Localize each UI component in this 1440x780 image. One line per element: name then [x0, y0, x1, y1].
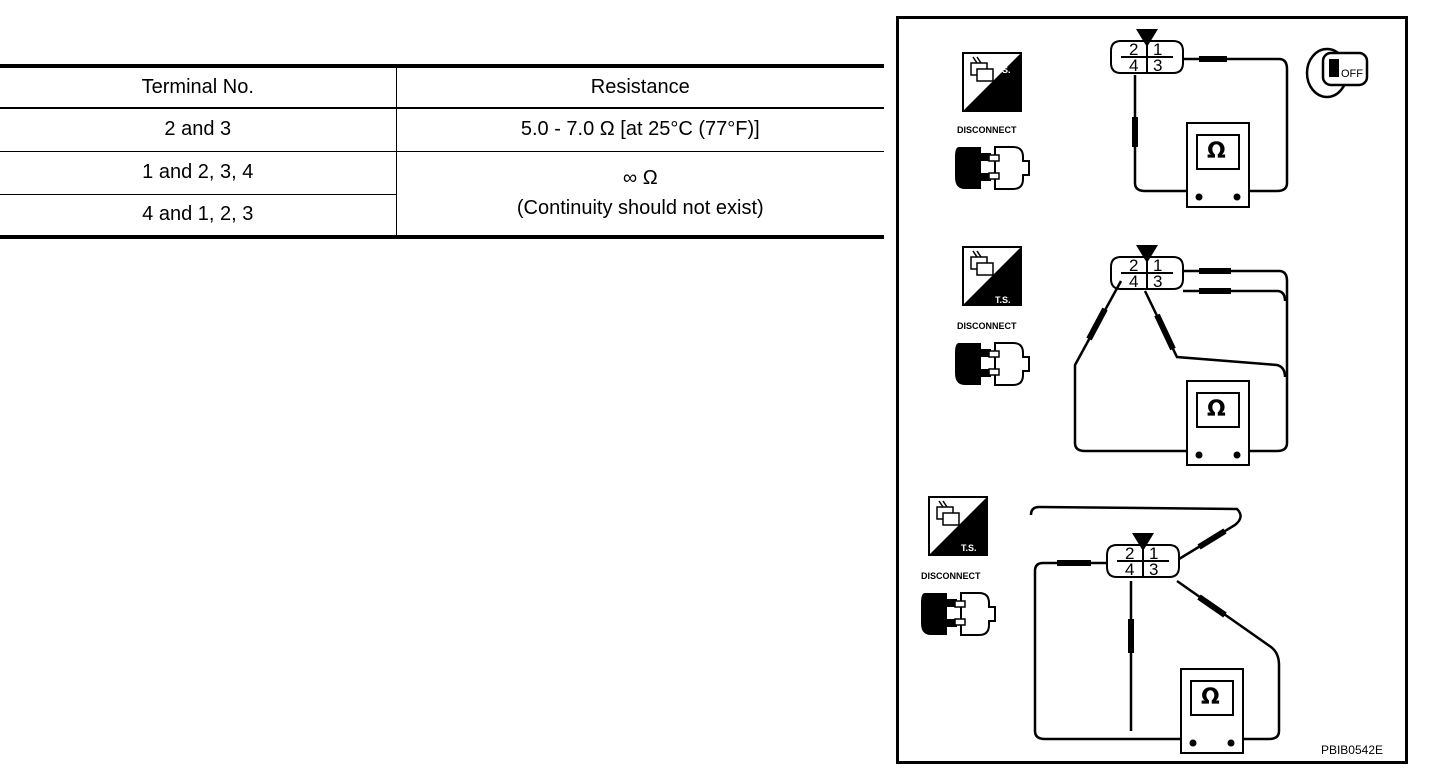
cell-terminal: 1 and 2, 3, 4 — [0, 151, 397, 194]
cell-resistance: 5.0 - 7.0 Ω [at 25°C (77°F)] — [520, 118, 760, 141]
diagram-section-3: T.S. DISCONNECT 2 1 4 3 Ω — [920, 496, 1281, 754]
header-terminal: Terminal No. — [0, 66, 397, 108]
ohm-symbol: Ω — [1207, 397, 1226, 422]
ts-label: T.S. — [995, 65, 1011, 75]
disconnect-label: DISCONNECT — [921, 571, 981, 581]
probe-wire — [1183, 269, 1289, 453]
disconnect-icon — [954, 342, 1030, 386]
ignition-off-icon — [1305, 47, 1369, 99]
probe-tip — [1132, 117, 1138, 147]
off-label: OFF — [1341, 68, 1363, 80]
pin-4-label: 4 — [1125, 560, 1134, 579]
probe-tip — [1086, 307, 1108, 341]
ohm-symbol: Ω — [1207, 139, 1226, 164]
diagram-section-2: T.S. DISCONNECT 2 1 4 3 Ω — [954, 244, 1289, 466]
ohmmeter-icon — [1180, 668, 1244, 754]
probe-tip — [1199, 56, 1227, 62]
probe-wire — [1183, 57, 1289, 193]
disconnect-icon — [954, 146, 1030, 190]
probe-tip — [1197, 528, 1227, 550]
ts-icon — [962, 52, 1022, 112]
ohmmeter-icon — [1186, 122, 1250, 208]
pin-3-label: 3 — [1153, 56, 1162, 75]
pin-3-label: 3 — [1153, 272, 1162, 291]
wiring-diagram-panel: T.S. DISCONNECT 2 1 4 3 Ω OFF — [896, 16, 1408, 764]
probe-wire — [1033, 561, 1191, 741]
continuity-note: (Continuity should not exist) — [516, 197, 764, 220]
ts-icon — [962, 246, 1022, 306]
disconnect-icon — [920, 592, 996, 636]
pin-1-label: 1 — [1153, 256, 1162, 275]
probe-tip — [1128, 619, 1134, 653]
pin-1-label: 1 — [1149, 544, 1158, 563]
probe-wire — [1183, 289, 1287, 302]
probe-wire — [1143, 290, 1287, 378]
table-row: 2 and 3 5.0 - 7.0 Ω [at 25°C (77°F)] — [0, 108, 884, 151]
ts-label: T.S. — [961, 543, 977, 553]
disconnect-label: DISCONNECT — [957, 321, 1017, 331]
probe-tip — [1197, 594, 1227, 618]
cell-resistance-merged: ∞ Ω (Continuity should not exist) — [396, 151, 884, 237]
probe-wire — [1073, 280, 1199, 453]
probe-tip — [1057, 560, 1091, 566]
infinite-ohm-text: ∞ Ω — [622, 167, 658, 190]
probe-wire — [1029, 505, 1242, 561]
ohm-symbol: Ω — [1201, 685, 1220, 710]
pin-2-label: 2 — [1125, 544, 1134, 563]
disconnect-label: DISCONNECT — [957, 125, 1017, 135]
figure-code: PBIB0542E — [1320, 743, 1383, 757]
pin-3-label: 3 — [1149, 560, 1158, 579]
pin-1-label: 1 — [1153, 40, 1162, 59]
pin-4-label: 4 — [1129, 272, 1138, 291]
pin-4-label: 4 — [1129, 56, 1138, 75]
probe-wire — [1176, 579, 1281, 741]
cell-terminal: 2 and 3 — [0, 108, 397, 151]
table-header-row: Terminal No. Resistance — [0, 66, 884, 108]
probe-tip — [1199, 288, 1231, 294]
connector-icon — [1110, 28, 1184, 74]
probe-tip — [1199, 268, 1231, 274]
probe-tip — [1154, 313, 1176, 351]
ts-icon — [928, 496, 988, 556]
probe-wire — [1133, 75, 1199, 193]
cell-terminal: 4 and 1, 2, 3 — [0, 194, 397, 237]
diagram-section-1: T.S. DISCONNECT 2 1 4 3 Ω OFF — [954, 28, 1369, 208]
pin-2-label: 2 — [1129, 40, 1138, 59]
header-resistance: Resistance — [590, 76, 690, 98]
wiring-diagram-svg: T.S. DISCONNECT 2 1 4 3 Ω OFF — [920, 28, 1369, 754]
connector-icon — [1110, 244, 1184, 290]
ohmmeter-icon — [1186, 380, 1250, 466]
pin-2-label: 2 — [1129, 256, 1138, 275]
resistance-spec-table: Terminal No. Resistance 2 and 3 5.0 - 7.… — [0, 64, 884, 239]
table-row: 1 and 2, 3, 4 ∞ Ω (Continuity should not… — [0, 151, 884, 219]
ts-label: T.S. — [995, 295, 1011, 305]
connector-icon — [1106, 532, 1180, 578]
